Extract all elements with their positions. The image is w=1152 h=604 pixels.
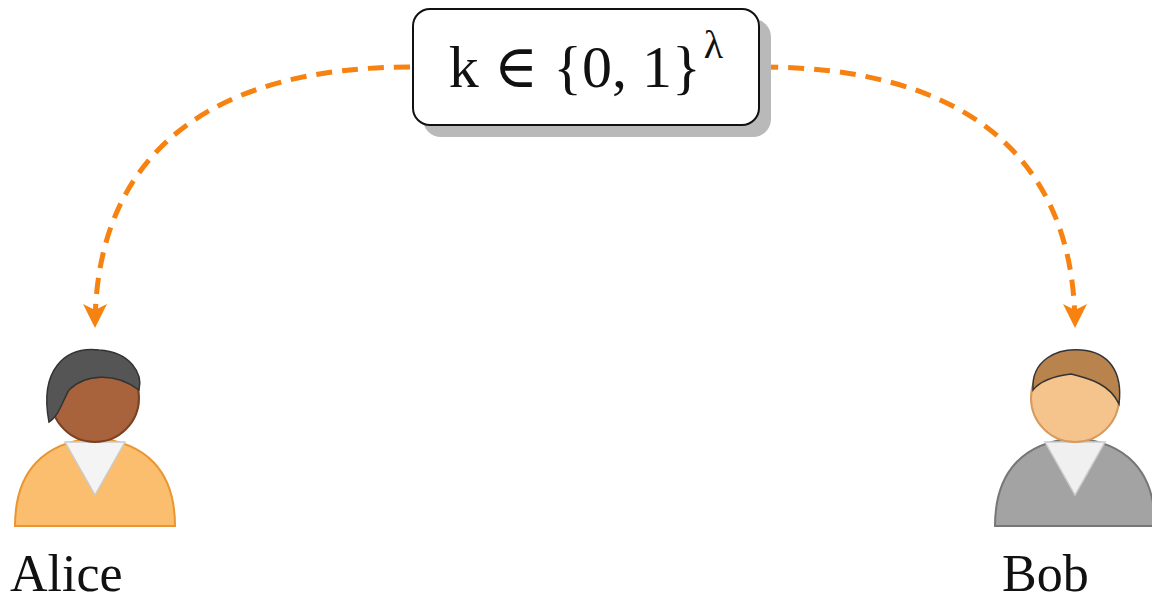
key-exponent: λ bbox=[704, 25, 723, 65]
key-set: k ∈ {0, 1} bbox=[449, 37, 701, 97]
key-box: k ∈ {0, 1}λ bbox=[412, 8, 760, 126]
person-name: Alice bbox=[10, 548, 123, 600]
person: Bob bbox=[992, 330, 1148, 604]
person-name: Bob bbox=[1002, 548, 1089, 600]
person: Alice bbox=[10, 330, 180, 604]
person-icon bbox=[992, 330, 1152, 530]
key-formula: k ∈ {0, 1}λ bbox=[449, 37, 723, 97]
key-share-arrow bbox=[762, 67, 1075, 328]
key-share-arrow bbox=[95, 67, 410, 328]
person-icon bbox=[10, 330, 180, 530]
